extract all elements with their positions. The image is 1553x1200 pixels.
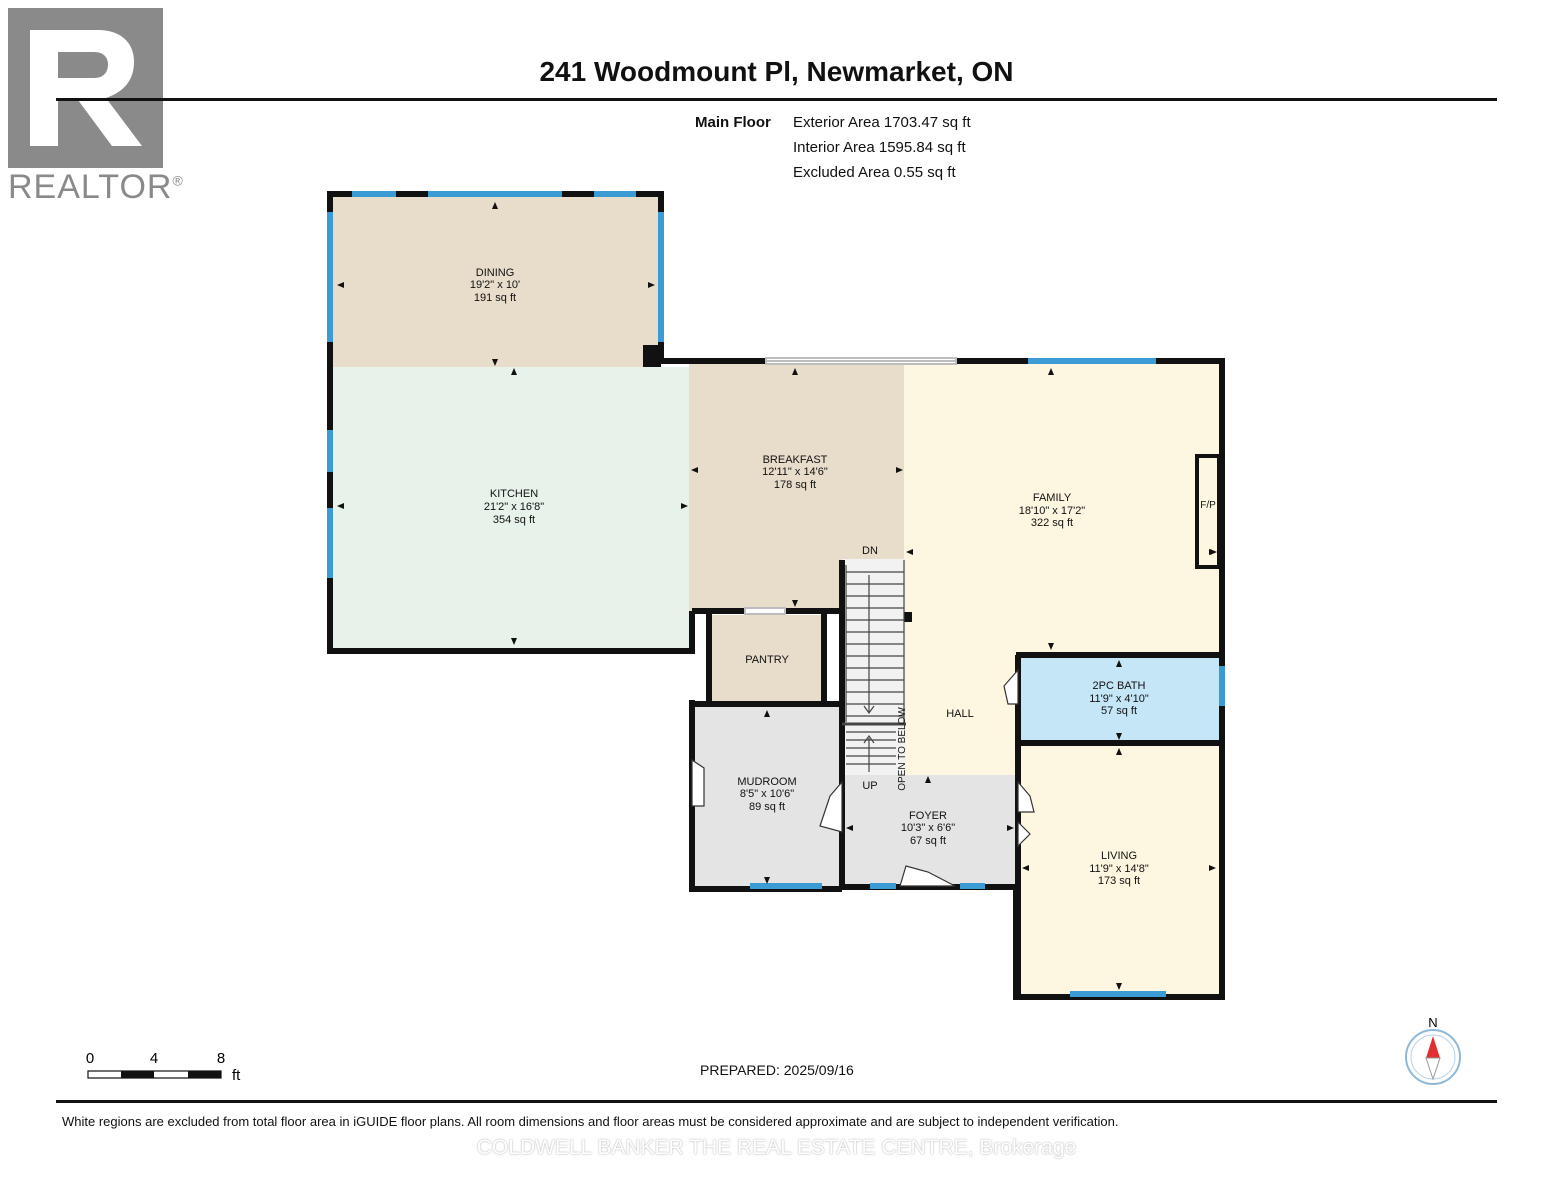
stairs-down-label: DN: [862, 545, 878, 557]
kitchen-area: 354 sq ft: [493, 514, 535, 526]
compass-icon: N: [1405, 1015, 1461, 1085]
scale-tick-4: 4: [150, 1050, 158, 1067]
fireplace-label: F/P: [1200, 500, 1216, 511]
area-summary: Exterior Area 1703.47 sq ft Interior Are…: [793, 110, 971, 185]
open-to-below-label: OPEN TO BELOW: [897, 707, 908, 791]
family-hall-fill: [904, 364, 1220, 775]
dimension-arrows: [337, 202, 1217, 990]
family-name: FAMILY: [1033, 492, 1072, 504]
scale-bar: 0 4 8 ft: [86, 1050, 241, 1084]
hall-name: HALL: [946, 708, 974, 720]
scale-unit: ft: [232, 1067, 241, 1084]
scale-tick-0: 0: [86, 1050, 94, 1067]
breakfast-area: 178 sq ft: [774, 479, 816, 491]
brokerage-watermark: COLDWELL BANKER THE REAL ESTATE CENTRE, …: [476, 1136, 1077, 1159]
dining-fill: [333, 197, 660, 367]
compass-north-label: N: [1428, 1015, 1437, 1030]
disclaimer-text: White regions are excluded from total fl…: [62, 1114, 1119, 1129]
footer-divider: [56, 1100, 1497, 1103]
breakfast-name: BREAKFAST: [763, 454, 828, 466]
bath-name: 2PC BATH: [1093, 680, 1146, 692]
mudroom-fill: [693, 707, 840, 887]
foyer-area: 67 sq ft: [910, 835, 946, 847]
mudroom-dims: 8'5" x 10'6": [740, 788, 794, 800]
foyer-name: FOYER: [909, 810, 947, 822]
kitchen-name: KITCHEN: [490, 488, 538, 500]
windows: [327, 191, 1225, 997]
stairs: [842, 560, 906, 772]
living-dims: 11'9" x 14'8": [1089, 863, 1149, 875]
stairs-up-label: UP: [862, 780, 877, 792]
foyer-fill: [842, 775, 1018, 887]
bath-fill: [1018, 657, 1219, 741]
scale-tick-8: 8: [217, 1050, 225, 1067]
realtor-wordmark: REALTOR®: [8, 168, 184, 206]
kitchen-fill: [333, 367, 689, 649]
breakfast-dims: 12'11" x 14'6": [762, 466, 828, 478]
bath-area: 57 sq ft: [1101, 705, 1137, 717]
bath-dims: 11'9" x 4'10": [1089, 693, 1149, 705]
kitchen-dims: 21'2" x 16'8": [484, 501, 544, 513]
exterior-area: Exterior Area 1703.47 sq ft: [793, 114, 971, 131]
excluded-area: Excluded Area 0.55 sq ft: [793, 164, 956, 181]
pantry-name: PANTRY: [745, 654, 789, 666]
dining-name: DINING: [476, 267, 515, 279]
stairs-fill: [842, 559, 906, 775]
family-dims: 18'10" x 17'2": [1019, 505, 1086, 517]
room-labels: DINING 19'2" x 10' 191 sq ft KITCHEN 21'…: [470, 267, 1216, 887]
realtor-logo: [8, 8, 163, 168]
living-fill: [1018, 744, 1219, 994]
page-title: 241 Woodmount Pl, Newmarket, ON: [539, 56, 1014, 87]
prepared-date: PREPARED: 2025/09/16: [700, 1062, 854, 1078]
living-name: LIVING: [1101, 850, 1137, 862]
pantry-fill: [709, 615, 824, 702]
mudroom-area: 89 sq ft: [749, 801, 785, 813]
floor-label: Main Floor: [695, 114, 771, 131]
header-divider: [56, 98, 1497, 101]
mudroom-name: MUDROOM: [737, 776, 796, 788]
foyer-dims: 10'3" x 6'6": [901, 822, 955, 834]
dining-area: 191 sq ft: [474, 292, 516, 304]
doors: [691, 668, 1035, 887]
living-area: 173 sq ft: [1098, 875, 1140, 887]
room-fills: [333, 197, 1220, 994]
family-area: 322 sq ft: [1031, 517, 1073, 529]
interior-area: Interior Area 1595.84 sq ft: [793, 139, 966, 156]
dining-dims: 19'2" x 10': [470, 279, 520, 291]
